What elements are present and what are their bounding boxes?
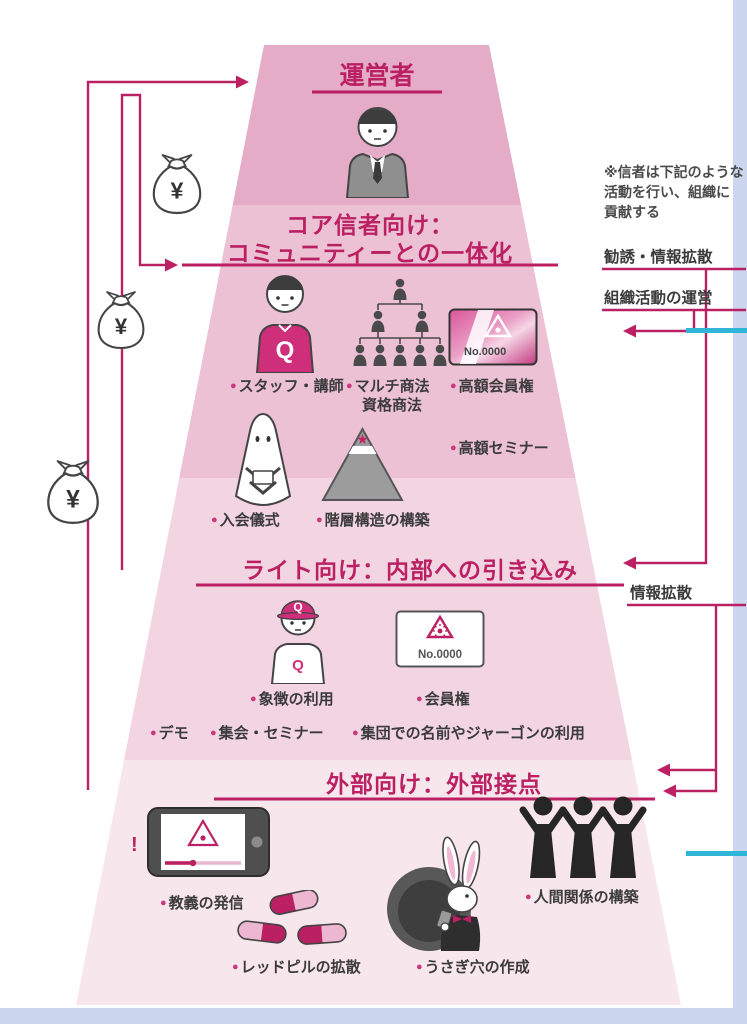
bullet-icon: ● [450,380,457,392]
tier2-item-multi-line1-label: マルチ商法 [354,378,430,395]
tier4-item-relationships-label: 人間関係の構築 [533,889,639,906]
mlm-org-tree-icon [353,278,447,366]
money-flow-line-inner [120,93,165,570]
broadcast-exclaim-mark: ! [131,834,138,856]
q-letter: Q [293,600,302,614]
yen-symbol: ¥ [115,314,128,339]
tier3-item-meetings: ●集会・セミナー [210,722,324,743]
tier4-item-rabbithole-label: うさぎ穴の作成 [424,959,530,976]
tier2-item-membership: ●高額会員権 [450,375,534,396]
tier3-item-membership-label: 会員権 [424,691,470,708]
tier3-item-symbols: ●象徴の利用 [250,688,334,709]
cyan-mark-bottom [686,851,747,856]
hierarchy-pyramid-icon [321,426,404,501]
q-letter: Q [292,657,304,674]
cyan-mark-top [686,328,747,333]
bullet-icon: ● [160,897,167,909]
card-number: No.0000 [464,346,506,358]
believer-note-line2: 活動を行い、組織に [604,184,730,200]
page-edge-right [733,0,747,1024]
arrowhead-to-tier1 [236,75,249,89]
tier4-title: 外部向け：外部接点 [326,771,542,797]
rabbit-hole-icon [387,836,481,951]
believer-note: ※信者は下記のような 活動を行い、組織に 貢献する [604,162,747,222]
tier2-item-staff: ●スタッフ・講師 [230,375,344,396]
people-holding-hands-icon [519,796,647,878]
smartphone-video-icon [147,807,270,877]
page-edge-bottom [0,1008,747,1024]
bullet-icon: ● [450,442,457,454]
label-info-spread: 情報拡散 [630,585,693,602]
bullet-icon: ● [150,727,157,739]
tier2-item-initiation: ●入会儀式 [211,509,280,530]
bullet-icon: ● [352,727,359,739]
tier2-item-membership-label: 高額会員権 [458,378,534,395]
arrowhead-to-tier3 [623,556,636,570]
arrowhead-to-tier2-right [623,324,636,338]
tier3-item-jargon-label: 集団での名前やジャーゴンの利用 [360,725,585,742]
tier2-item-multi-line1: ●マルチ商法 [346,375,430,396]
membership-card-icon: No.0000 [395,610,485,668]
tier2-title-line2: コミュニティーとの一体化 [226,240,514,266]
bullet-icon: ● [316,514,323,526]
bullet-icon: ● [525,891,532,903]
tier2-item-hierarchy-label: 階層構造の構築 [324,512,430,529]
believer-note-line3: 貢献する [604,204,660,220]
tier4-item-relationships: ●人間関係の構築 [525,886,639,907]
arrowhead-to-tier2-left [165,258,178,272]
yen-symbol: ¥ [171,178,184,204]
tier4-item-rabbithole: ●うさぎ穴の作成 [416,956,530,977]
hooded-initiation-figure-icon [234,412,292,507]
operator-businessman-icon [345,107,410,198]
label-recruit-spread: 勧誘・情報拡散 [604,249,713,266]
bullet-icon: ● [416,693,423,705]
tier1-title: 運営者 [339,62,415,90]
tier2-item-seminar: ●高額セミナー [450,437,549,458]
arrowhead-to-tier4-b [663,784,676,798]
tier2-item-multi-line2-label: 資格商法 [362,397,423,414]
bullet-icon: ● [416,961,423,973]
premium-membership-card-icon: No.0000 [448,308,538,366]
money-bag-icon-middle: ¥ [97,291,145,350]
tier3-item-meetings-label: 集会・セミナー [218,725,324,742]
card-number: No.0000 [418,649,462,661]
info-flow-line [670,605,718,793]
tier3-title: ライト向け：内部への引き込み [242,557,578,583]
tier2-band [179,205,576,478]
tier3-item-demo-label: デモ [158,725,189,742]
tier3-item-membership: ●会員権 [416,688,470,709]
money-bag-icon-bottom: ¥ [47,460,99,525]
label-org-ops: 組織活動の運営 [604,290,713,307]
tier3-item-jargon: ●集団での名前やジャーゴンの利用 [352,722,585,743]
tier4-item-redpill-label: レッドピルの拡散 [240,959,361,976]
bullet-icon: ● [232,961,239,973]
tier2-item-hierarchy: ●階層構造の構築 [316,509,430,530]
bullet-icon: ● [346,380,353,392]
q-letter: Q [276,337,295,364]
recruit-flow-line [636,269,708,565]
believer-note-line1: ※信者は下記のような [604,164,744,180]
tier2-item-seminar-label: 高額セミナー [458,440,549,457]
tier4-item-redpill: ●レッドピルの拡散 [232,956,361,977]
tier3-item-symbols-label: 象徴の利用 [258,691,334,708]
bullet-icon: ● [230,380,237,392]
arrowhead-to-tier4-a [657,763,670,777]
money-bag-icon-top: ¥ [152,154,202,215]
bullet-icon: ● [250,693,257,705]
tier4-item-doctrine: ●教義の発信 [160,892,244,913]
staff-q-shirt-icon: Q [255,275,315,373]
bullet-icon: ● [210,727,217,739]
tier4-item-doctrine-label: 教義の発信 [168,895,244,912]
money-flow-line-outer [86,80,236,790]
tier2-item-multi-line2: 資格商法 [362,394,422,415]
red-pills-icon [237,890,347,945]
tier3-item-demo: ●デモ [150,722,189,743]
tier2-item-staff-label: スタッフ・講師 [238,378,344,395]
yen-symbol: ¥ [66,486,80,513]
q-cap-supporter-icon: Q Q [270,600,326,684]
tier3-band [124,478,632,760]
tier2-title-line1: コア信者向け： [286,212,454,238]
bullet-icon: ● [211,514,218,526]
tier2-item-initiation-label: 入会儀式 [219,512,280,529]
